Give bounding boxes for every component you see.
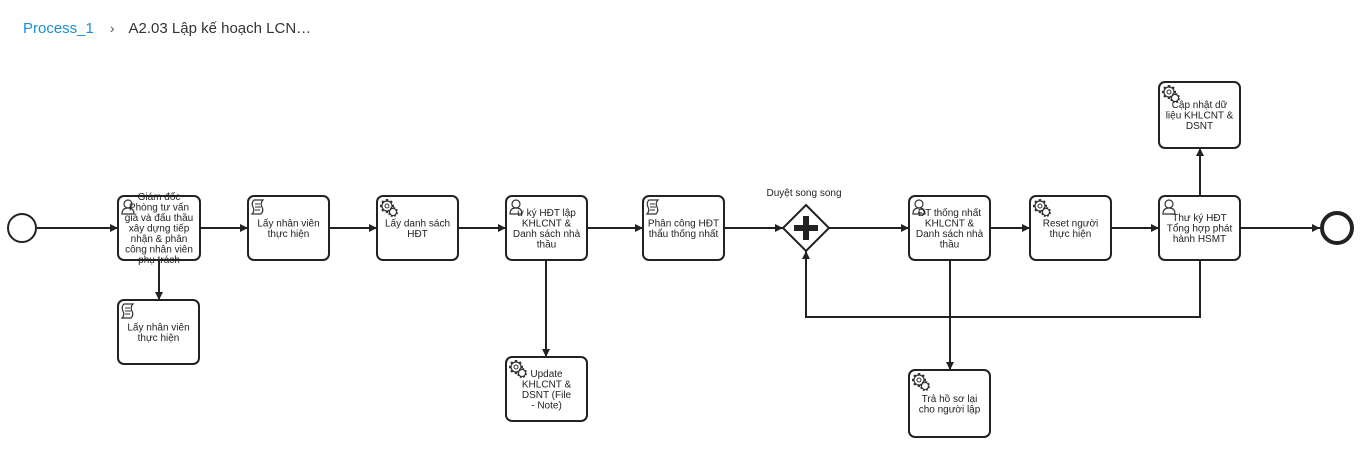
user-icon [912,199,926,215]
breadcrumb: Process_1 › A2.03 Lập kế hoạch LCN… [23,18,311,38]
task-label-line: liệu KHLCNT & [1166,111,1234,122]
gear-icon [509,360,528,379]
task-label-line: Lấy nhân viên [257,217,319,229]
gear-icon [380,199,399,218]
task-label-line: KHLCNT & [925,218,975,229]
gateway-label: Duyệt song song [766,188,841,199]
task-label-line: thực hiện [138,333,180,344]
task-label-line: cho người lập [919,404,981,415]
task-label-line: Trả hồ sơ lại [922,393,978,405]
task-label-line: hành HSMT [1173,234,1226,245]
task-label-line: Tổng hợp phát [1167,223,1233,235]
gear-icon [1162,85,1181,104]
task-label-line: Reset người [1043,218,1099,229]
breadcrumb-separator: › [109,20,115,36]
task-label-line: Update [530,369,563,380]
task-label-line: HĐT [407,229,428,240]
task-label-line: thầu [940,238,959,250]
task-label-line: Danh sách nhà [513,229,581,240]
task-label-line: phụ trách [138,255,180,266]
task-label-line: ư ký HĐT lập [517,208,576,219]
task-label-line: KHLCNT & [522,379,572,390]
task-label-line: Giám đốc [138,191,181,203]
task-label-line: KHLCNT & [522,218,572,229]
breadcrumb-process-link[interactable]: Process_1 [23,19,94,37]
task-label-line: - Note) [531,400,562,411]
task-label-line: Lấy nhân viên [127,321,189,333]
task-label-line: thực hiện [268,229,310,240]
breadcrumb-current: A2.03 Lập kế hoạch LCN… [128,19,312,37]
end-event[interactable] [1320,211,1354,245]
task-label-line: Phân công HĐT [648,218,719,229]
task-label-line: Danh sách nhà [916,229,984,240]
task-label-line: giá và đấu thầu [125,212,193,224]
task-label-line: ĐT thống nhất [918,207,981,219]
task-label-line: thẩu thống nhất [649,228,719,240]
user-icon [509,199,523,215]
script-icon [120,303,135,319]
task-label-line: Thư ký HĐT [1172,213,1226,224]
script-icon [645,199,660,215]
sequence-flows [37,148,1320,370]
task-label-line: DSNT [1186,121,1213,132]
task-label-line: thầu [537,238,556,250]
parallel-gateway[interactable] [781,203,831,253]
task-label-line: thực hiện [1050,229,1092,240]
user-icon [121,199,135,215]
user-icon [1162,199,1176,215]
start-event[interactable] [7,213,37,243]
task-label-line: nhận & phân [131,234,188,245]
task-label-line: công nhân viên [125,245,193,256]
task-label-line: Phòng tư vấn [129,202,189,214]
script-icon [250,199,265,215]
task-label-line: xây dựng tiếp [129,223,190,235]
task-label-line: Cập nhật dữ [1172,100,1228,111]
flow-loop-back-to-gateway[interactable] [802,251,1201,318]
gear-icon [1033,199,1052,218]
gear-icon [912,373,931,392]
task-label-line: Lấy danh sách [385,217,450,229]
task-label-line: DSNT (File [522,390,572,401]
